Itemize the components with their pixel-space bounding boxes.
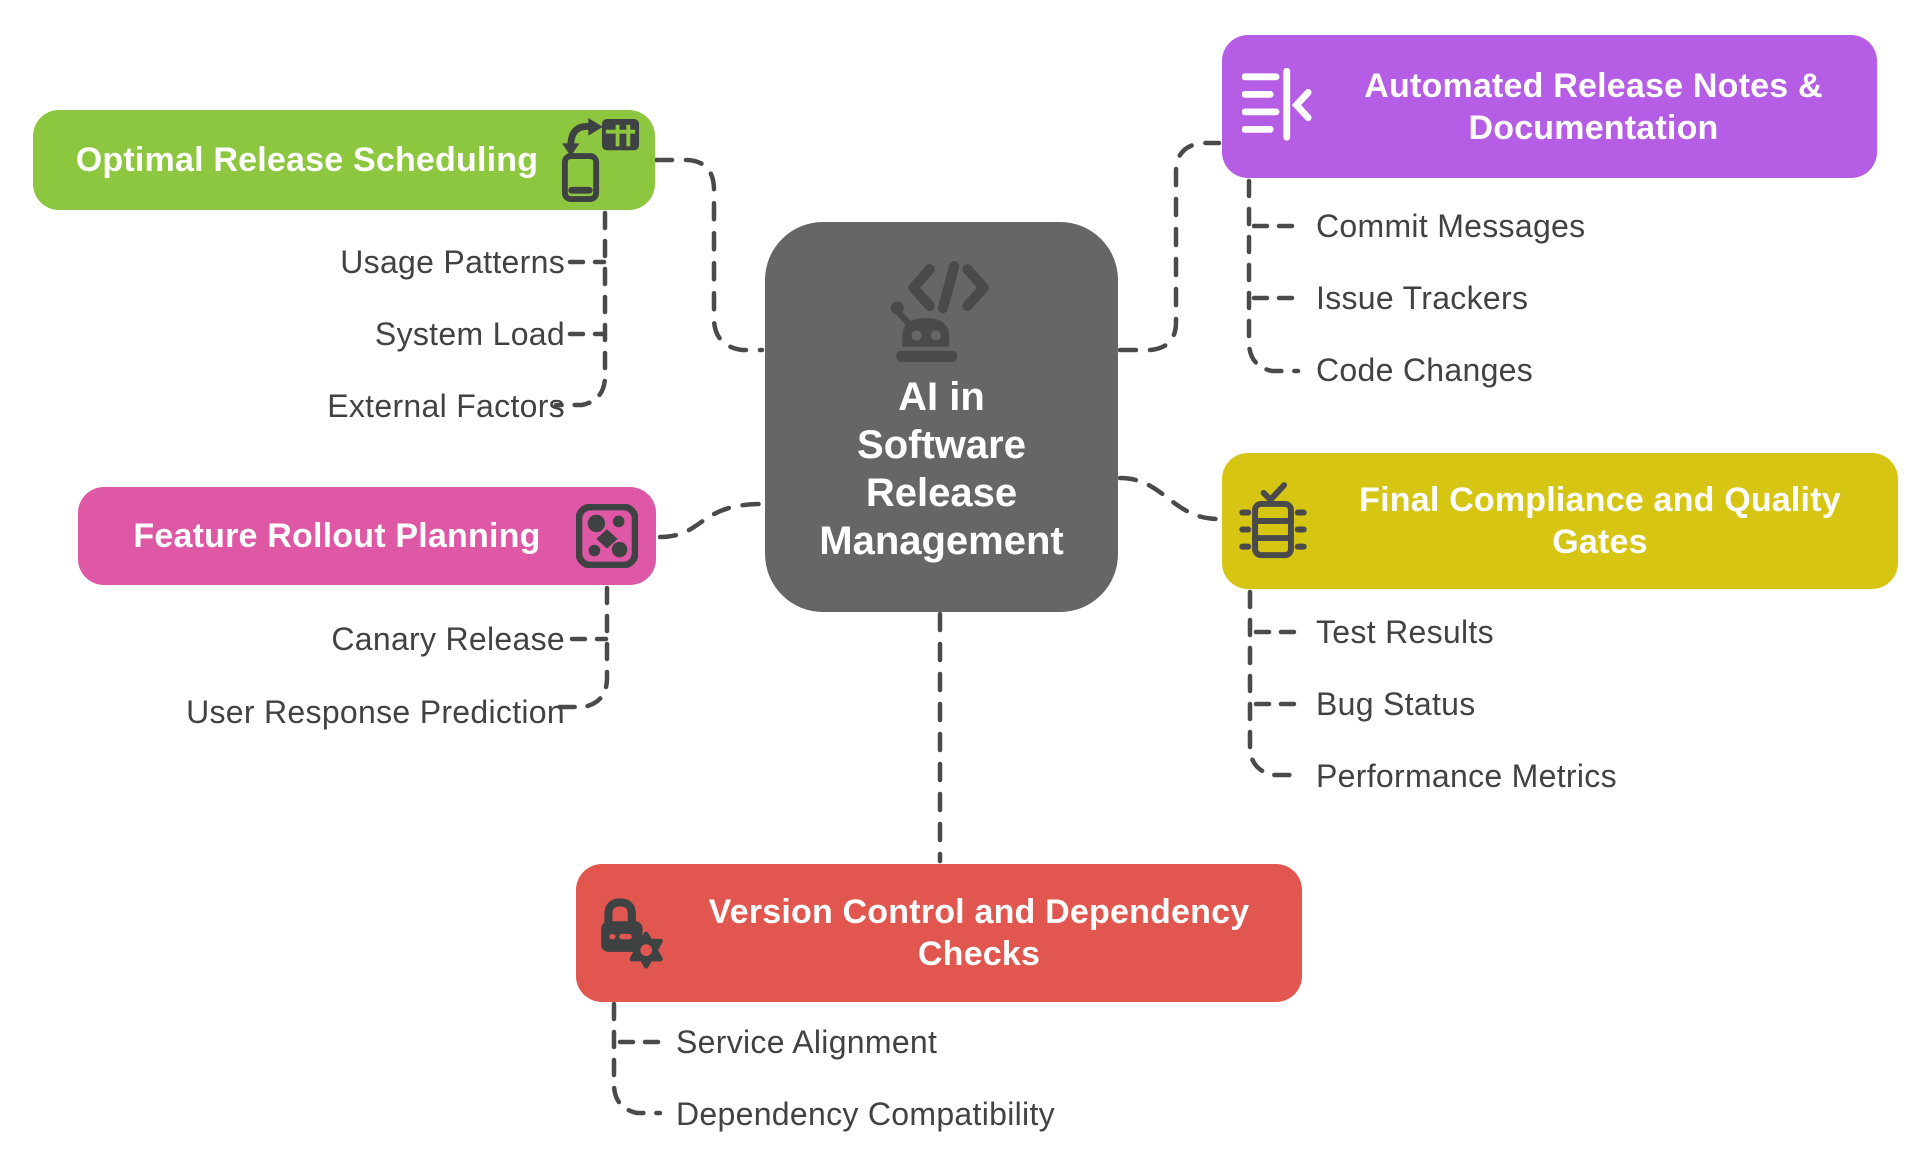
- branch-version-control-dependency-checks[interactable]: Version Control and Dependency Checks: [576, 864, 1302, 1002]
- child-commit-messages[interactable]: Commit Messages: [1316, 208, 1586, 244]
- center-title-line: Software: [857, 423, 1026, 467]
- branch-label: Automated Release Notes & Documentation: [1364, 66, 1823, 147]
- branch-label: Version Control and Dependency Checks: [708, 893, 1250, 973]
- connector-center-to-purple: [1117, 140, 1222, 353]
- branch-label: Feature Rollout Planning: [133, 517, 541, 555]
- robot-code-icon: [889, 256, 995, 367]
- connector-purple-children-spine: [1246, 178, 1301, 374]
- feature-grid-icon: [576, 504, 638, 568]
- center-title-line: Management: [819, 519, 1064, 563]
- connector-yellow-children-spine: [1247, 589, 1302, 778]
- lock-gear-icon: [594, 897, 666, 969]
- child-canary-release[interactable]: Canary Release: [331, 621, 565, 657]
- child-bug-status[interactable]: Bug Status: [1316, 686, 1476, 722]
- connector-pink-to-center: [657, 501, 765, 540]
- child-usage-patterns[interactable]: Usage Patterns: [340, 244, 565, 280]
- center-node[interactable]: AI in Software Release Management: [765, 222, 1118, 612]
- branch-label: Final Compliance and Quality Gates: [1359, 481, 1841, 561]
- connector-green-to-center: [653, 157, 765, 353]
- phone-calendar-sync-icon: [561, 117, 641, 203]
- child-system-load[interactable]: System Load: [374, 316, 565, 352]
- child-service-alignment[interactable]: Service Alignment: [676, 1024, 938, 1060]
- connector-center-to-yellow: [1117, 475, 1222, 522]
- compliance-checklist-icon: [1238, 480, 1308, 562]
- branch-automated-release-notes[interactable]: Automated Release Notes & Documentation: [1222, 35, 1877, 178]
- connector-pink-children-spine: [555, 585, 610, 710]
- release-notes-icon: [1242, 67, 1314, 146]
- branch-optimal-release-scheduling[interactable]: Optimal Release Scheduling: [33, 110, 655, 210]
- connector-red-children-spine: [611, 1001, 663, 1116]
- child-user-response-prediction[interactable]: User Response Prediction: [186, 694, 565, 730]
- child-code-changes[interactable]: Code Changes: [1316, 352, 1534, 388]
- branch-final-compliance-quality-gates[interactable]: Final Compliance and Quality Gates: [1222, 453, 1898, 589]
- branch-feature-rollout-planning[interactable]: Feature Rollout Planning: [78, 487, 656, 585]
- child-test-results[interactable]: Test Results: [1316, 614, 1494, 650]
- child-external-factors[interactable]: External Factors: [327, 388, 565, 424]
- child-dependency-compatibility[interactable]: Dependency Compatibility: [676, 1096, 1055, 1132]
- child-performance-metrics[interactable]: Performance Metrics: [1316, 758, 1617, 794]
- connector-green-children-spine: [553, 210, 608, 408]
- center-title-line: AI in: [898, 375, 985, 419]
- center-title-line: Release: [865, 471, 1018, 515]
- branch-label: Optimal Release Scheduling: [75, 141, 539, 179]
- child-issue-trackers[interactable]: Issue Trackers: [1316, 280, 1529, 316]
- center-title: AI in Software Release Management: [819, 373, 1064, 565]
